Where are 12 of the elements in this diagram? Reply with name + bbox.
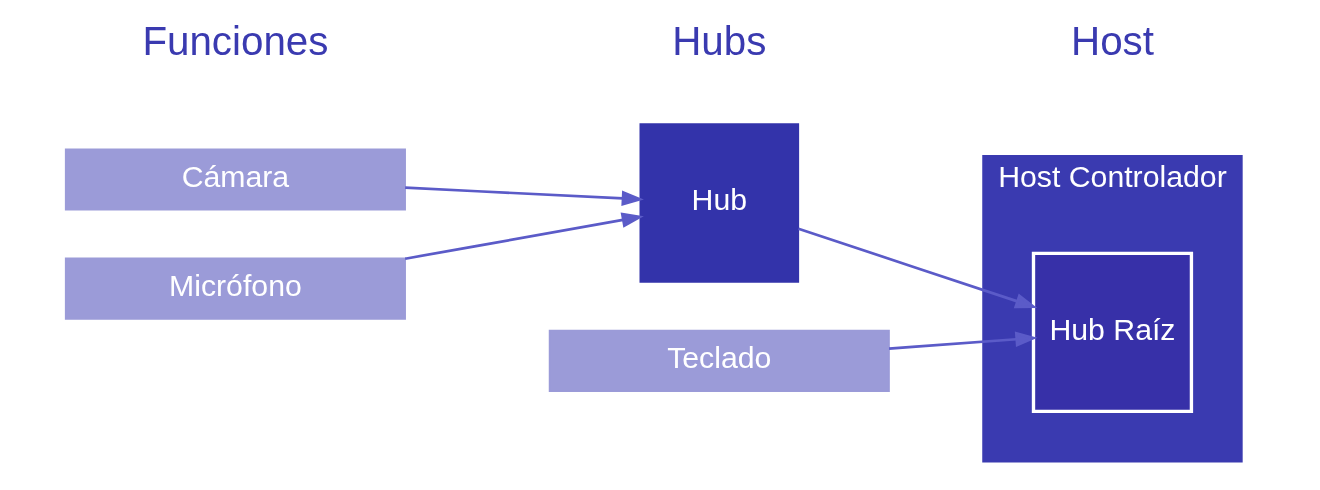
arrow: [797, 227, 1037, 309]
label: Funciones: [141, 18, 328, 65]
node-box: Hub Raíz: [1031, 251, 1193, 413]
label: Host: [1070, 18, 1154, 65]
node-box: Cámara: [64, 148, 406, 211]
arrow: [404, 186, 644, 207]
node-box: Teclado: [548, 329, 890, 392]
arrow: [888, 331, 1038, 350]
node-box: Hub: [639, 123, 799, 283]
label: Hubs: [671, 18, 766, 65]
arrow: [404, 212, 644, 261]
node-box: Micrófono: [64, 257, 406, 320]
